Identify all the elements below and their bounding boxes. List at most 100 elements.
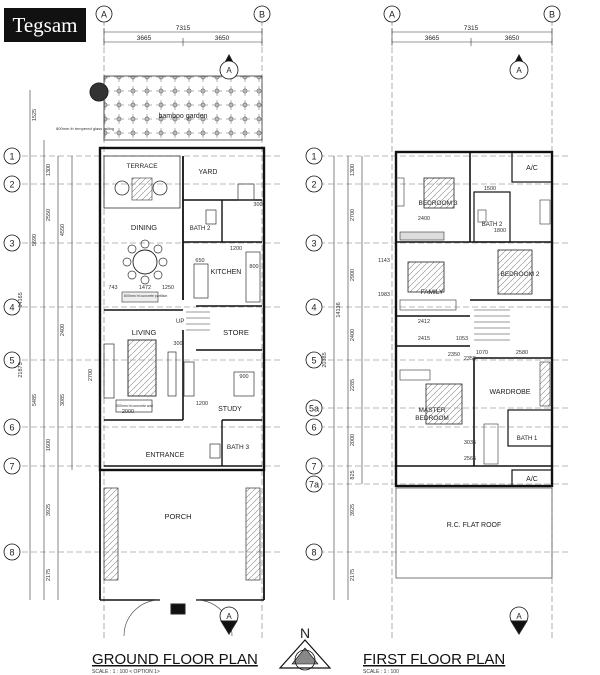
grid-bubble-a-ground-label: A (101, 10, 107, 20)
ground-outer-wall (98, 146, 266, 472)
inner-dimension-label: 1800 (494, 228, 506, 234)
tree-icon (89, 82, 109, 102)
gate-post (170, 603, 186, 615)
grid-bubble-row-first-label: 7a (309, 480, 319, 490)
dimension-label: 3085 (60, 394, 66, 406)
first-floor-title: FIRST FLOOR PLAN (363, 651, 505, 668)
dining-table (132, 249, 158, 275)
dimension-label: 5485 (32, 394, 38, 406)
grid-bubble-row-first (305, 298, 323, 316)
room-label-terrace: TERRACE (126, 163, 158, 170)
brand-logo: Tegsam (4, 8, 86, 42)
room-label-bath-1: BATH 1 (517, 436, 538, 442)
grid-bubble-row-first-label: 4 (311, 303, 316, 313)
grid-bubble-row-ground (3, 175, 21, 193)
grid-bubble-row-ground-label: 2 (9, 180, 14, 190)
inner-dimension-label: 2580 (516, 350, 528, 356)
grid-bubble-row-ground (3, 234, 21, 252)
room-label-ac-top: A/C (526, 165, 538, 172)
section-label: A (226, 66, 232, 75)
inner-dimension-label: 1053 (456, 336, 468, 342)
grid-bubble-row-ground (3, 147, 21, 165)
grid-bubble-row-first-label: 1 (311, 152, 316, 162)
dimension-label: 21875 (18, 362, 24, 377)
inner-dimension-label: 1200 (230, 246, 242, 252)
room-label-master-bedroom: MASTER (418, 407, 445, 414)
inner-dimension-label: 2355 (464, 356, 476, 362)
first-floor-scale: SCALE : 1 : 100 (363, 669, 399, 675)
section-label: A (226, 612, 232, 621)
room-label-bath-2: BATH 2 (190, 226, 211, 232)
dimension-label: 2285 (350, 379, 356, 391)
grid-bubble-row-first (305, 147, 323, 165)
dimension-label: 1300 (46, 164, 52, 176)
room-label-bedroom-2: BEDROOM 2 (500, 271, 539, 278)
dimension-label: 3650 (215, 35, 230, 42)
grid-bubble-row-ground-label: 3 (9, 239, 14, 249)
dimension-label: 1525 (32, 109, 38, 121)
first-outer-wall (394, 150, 554, 488)
inner-dimension-label: 1472 (139, 285, 151, 291)
bamboo-garden-area (103, 75, 263, 141)
room-label-bedroom-3: BEDROOM 3 (418, 200, 457, 207)
flat-roof-area (395, 487, 553, 579)
grid-bubble-a-ground (95, 5, 113, 23)
room-label-entrance: ENTRANCE (146, 452, 185, 459)
room-label-bath-2-first: BATH 2 (482, 222, 503, 228)
grid-bubble-a-first-label: A (389, 10, 395, 20)
inner-dimension-label: 2400 (418, 216, 430, 222)
inner-dimension-label: 743 (108, 285, 117, 291)
inner-dimension-label: 1983 (378, 292, 390, 298)
dimension-label: 3665 (425, 35, 440, 42)
inner-dimension-label: 1500 (484, 186, 496, 192)
inner-dimension-label: 2000 (122, 409, 134, 415)
room-label-master-bedroom: BEDROOM (415, 415, 449, 422)
dimension-label: 2900 (350, 269, 356, 281)
ground-floor-plan (22, 20, 280, 640)
grid-bubble-row-first-label: 6 (311, 423, 316, 433)
grid-bubble-row-first (305, 457, 323, 475)
inner-dimension-label: 2415 (418, 336, 430, 342)
room-label-bamboo-garden: bamboo garden (158, 113, 207, 120)
inner-dimension-label: 900 (239, 374, 248, 380)
dimension-label: 2400 (350, 329, 356, 341)
room-label-study: STUDY (218, 406, 242, 413)
grid-bubble-row-ground-label: 5 (9, 356, 14, 366)
dimension-label: 3665 (137, 35, 152, 42)
dimension-label: 2550 (46, 209, 52, 221)
dimension-label: 2700 (88, 369, 94, 381)
grid-bubble-row-first-label: 2 (311, 180, 316, 190)
ground-floor-title: GROUND FLOOR PLAN (92, 651, 258, 668)
terrace-area (103, 155, 181, 209)
grid-bubble-row-ground-label: 4 (9, 303, 14, 313)
dimension-label: 7315 (464, 25, 479, 32)
room-label-wardrobe: WARDROBE (490, 389, 531, 396)
dimension-label: 2000 (350, 434, 356, 446)
note-wall: 800mm ht concrete wall (116, 404, 153, 408)
dimension-label: 3925 (46, 504, 52, 516)
grid-bubble-row-first (305, 418, 323, 436)
section-marker-top (219, 60, 239, 80)
grid-bubble-row-first-label: 5 (311, 356, 316, 366)
ground-floor-scale: SCALE : 1 : 100 < OPTION 1> (92, 669, 160, 675)
inner-dimension-label: 300 (253, 202, 262, 208)
grid-bubble-row-first-label: 8 (311, 548, 316, 558)
inner-dimension-label: 1200 (196, 401, 208, 407)
grid-bubble-row-ground-label: 1 (9, 152, 14, 162)
dimension-label: 20385 (322, 352, 328, 367)
dimension-label: 2700 (350, 209, 356, 221)
grid-bubble-row-ground (3, 418, 21, 436)
grid-bubble-b-first-label: B (549, 10, 555, 20)
grid-bubble-b-ground (253, 5, 271, 23)
dimension-label: 5690 (32, 234, 38, 246)
inner-dimension-label: 2412 (418, 319, 430, 325)
grid-bubble-row-ground (3, 351, 21, 369)
grid-bubble-row-ground-label: 7 (9, 462, 14, 472)
room-label-living: LIVING (132, 328, 157, 337)
dimension-label: 2400 (60, 324, 66, 336)
dimension-label: 4550 (60, 224, 66, 236)
grid-bubble-a-first (383, 5, 401, 23)
inner-dimension-label: 1143 (378, 258, 390, 264)
section-label: A (516, 66, 522, 75)
first-floor-plan (310, 20, 568, 640)
